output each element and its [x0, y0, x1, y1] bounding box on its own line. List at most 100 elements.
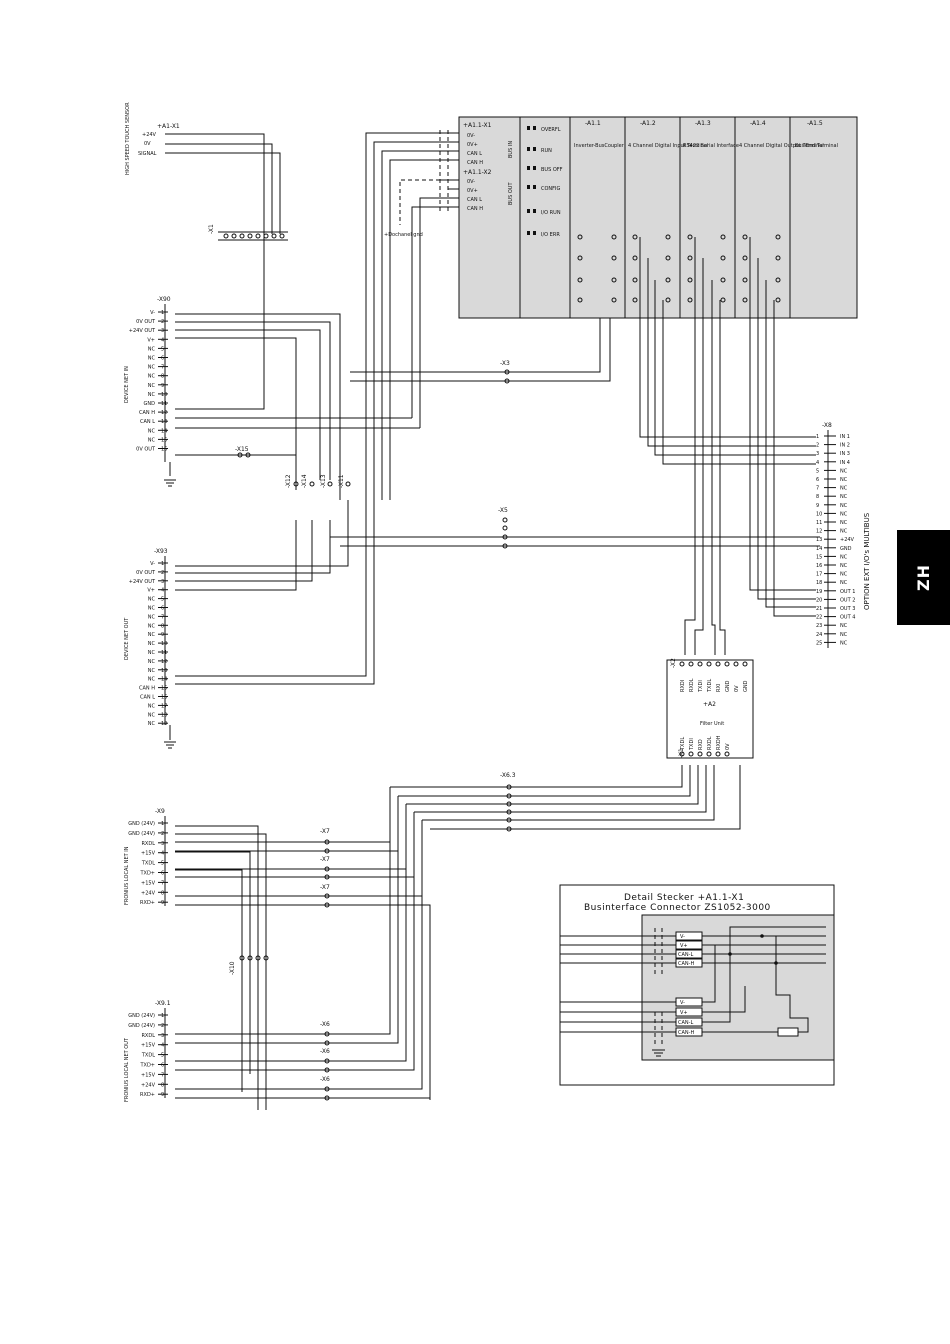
x8-pin-number: 22 [816, 615, 822, 621]
x8-pin-number: 4 [816, 460, 819, 466]
x8-pin-number: 6 [816, 477, 819, 483]
x93-pin-number: 10 [161, 641, 167, 647]
bus-out-label: BUS OUT [508, 182, 514, 205]
x8-pin-16: NC [840, 563, 848, 569]
x91-pin-1: GND (24V) [128, 1013, 155, 1019]
x91-pin-8: +24V [141, 1082, 156, 1088]
x93-pin-number: 13 [161, 668, 167, 674]
x8-pin-22: OUT 4 [840, 615, 855, 621]
detail-pin-v-minus-b: V- [680, 1000, 685, 1006]
bus-pin-canh-a: CAN H [467, 160, 483, 166]
x91-pin-number: 2 [161, 1023, 164, 1029]
detail-pin-v-plus-b: V+ [680, 1010, 688, 1016]
x6-terminals: -X6 -X6 -X6 [175, 842, 430, 1101]
x8-pin-number: 18 [816, 580, 822, 586]
x91-pin-number: 3 [161, 1033, 164, 1039]
x9-pin-3: RXDL [141, 841, 155, 847]
x91-pin-9: RXD+ [140, 1092, 155, 1098]
x90-pin-8: NC [148, 374, 156, 380]
filter-pin-bot-6: 0V [725, 743, 731, 750]
x93-pin-number: 14 [161, 677, 167, 683]
detail-pin-canh-a: CAN-H [678, 961, 694, 967]
x8-pin-13: +24V [840, 537, 855, 543]
filter-x1-label: -X1 [678, 748, 685, 758]
filter-pin-terminal [715, 751, 721, 757]
module-a13-title: RS422 Serial Interface [683, 143, 739, 149]
x93-pin-number: 16 [161, 695, 167, 701]
x8-pin-number: 8 [816, 494, 819, 500]
x8-pin-11: NC [840, 520, 848, 526]
x8-pin-number: 14 [816, 546, 822, 552]
x93-pin-5: NC [148, 597, 156, 603]
x8-pin-24: NC [840, 632, 848, 638]
x9-pin-9: RXD+ [140, 900, 155, 906]
x9-pin-number: 2 [161, 831, 164, 837]
localnet-in-label: FRONIUS LOCAL NET IN [124, 846, 130, 905]
module-a15-title: Bus End Terminal [795, 143, 838, 149]
x93-pin-number: 4 [161, 588, 164, 594]
x8-pin-3: IN 3 [840, 451, 850, 457]
led-run: RUN [541, 148, 552, 154]
x93-pin-number: 2 [161, 570, 164, 576]
filter-pin-terminal [742, 661, 748, 667]
x93-pin-8: NC [148, 623, 156, 629]
module-a14-title: 4 Channel Digital Output Terminal [739, 143, 824, 149]
module-a11-title: Inverter-BusCoupler [574, 143, 625, 149]
x3-label: -X3 [500, 360, 510, 367]
x90-pin-10: NC [148, 392, 156, 398]
sensor-pin-0v: 0V [144, 141, 151, 147]
filter-pin-terminal [697, 661, 703, 667]
sensor-pin-24v: +24V [142, 132, 157, 138]
x90-pin-number: 7 [161, 365, 164, 371]
x90-pin-16: 0V OUT [136, 447, 156, 453]
x9-pin-5: TXDL [141, 861, 155, 867]
x90-pin-number: 6 [161, 356, 164, 362]
sensor-connector-label: +A1-X1 [157, 123, 180, 130]
x90-pin-number: 5 [161, 346, 164, 352]
bus-pin-canl-a: CAN L [467, 151, 482, 157]
devicenet-out-label: DEVICE NET OUT [124, 617, 130, 660]
x90-pin-13: CAN L [140, 419, 155, 425]
x93-pin-number: 11 [161, 650, 167, 656]
x8-pin-number: 2 [816, 443, 819, 449]
x9-pin-7: +15V [141, 880, 156, 886]
x90-pin-6: NC [148, 356, 156, 362]
x93-pin-17: NC [148, 703, 156, 709]
x90-pin-9: NC [148, 383, 156, 389]
detail-pin-v-minus-a: V- [680, 934, 685, 940]
x8-pin-number: 16 [816, 563, 822, 569]
x93-pin-14: NC [148, 677, 156, 683]
x9-pin-number: 1 [161, 821, 164, 827]
detail-title-2: Businterface Connector ZS1052-3000 [584, 903, 771, 913]
x90-pin-number: 12 [161, 410, 167, 416]
led-config: CONFIG [541, 186, 561, 192]
detail-pin-canl-a: CAN-L [678, 952, 693, 958]
x90-pin-number: 16 [161, 447, 167, 453]
bus-in-label: BUS IN [508, 141, 514, 158]
filter-pin-terminal [706, 751, 712, 757]
x90-pin-number: 4 [161, 337, 164, 343]
filter-pin-bot-3: RXD [698, 739, 704, 750]
filter-pin-top-7: 0V [734, 685, 740, 692]
x93-pin-7: NC [148, 614, 156, 620]
x91-pin-number: 6 [161, 1063, 164, 1069]
bus-pin-canl-b: CAN L [467, 197, 482, 203]
x93-pin-number: 6 [161, 606, 164, 612]
x8-pin-6: NC [840, 477, 848, 483]
x90-pin-number: 13 [161, 419, 167, 425]
x8-pin-19: OUT 1 [840, 589, 855, 595]
x91-pin-number: 5 [161, 1053, 164, 1059]
x8-pin-number: 21 [816, 606, 822, 612]
x90-pin-number: 3 [161, 328, 164, 334]
x90-pin-number: 1 [161, 310, 164, 316]
x7-label-b: -X7 [320, 856, 330, 863]
x8-pin-2: IN 2 [840, 443, 850, 449]
x9-pin-number: 6 [161, 871, 164, 877]
x8-pin-number: 24 [816, 632, 822, 638]
x91-connector: -X9.1 FRONIUS LOCAL NET OUT GND (24V)1GN… [124, 1000, 171, 1102]
x91-label: -X9.1 [155, 1000, 171, 1007]
x93-pin-number: 17 [161, 703, 167, 709]
module-a12-id: -A1.2 [640, 120, 656, 127]
